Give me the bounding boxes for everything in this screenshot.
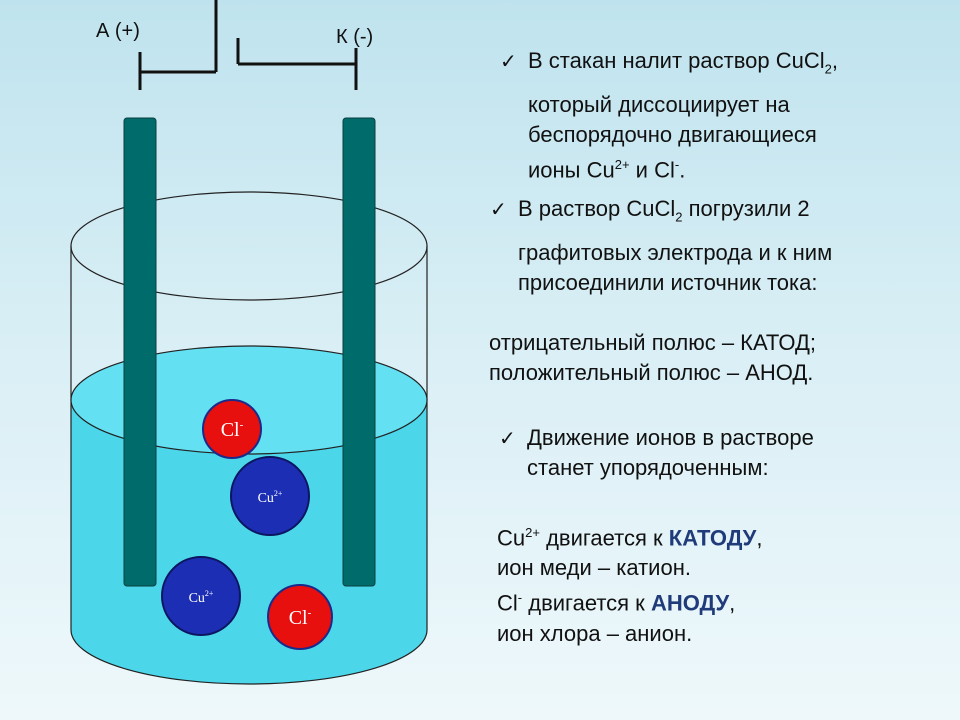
text-line: ионы Cu2+ и Cl-. bbox=[528, 157, 686, 183]
solution-body bbox=[70, 399, 428, 685]
check-icon: ✓ bbox=[499, 426, 516, 450]
ion-copper: Cu2+ bbox=[161, 556, 241, 636]
text-line: отрицательный полюс – КАТОД; bbox=[489, 330, 817, 355]
text-block-electrodes: ✓ В раствор CuCl2 погрузили 2 графитовых… bbox=[488, 194, 832, 298]
text-block-dissociation: ✓ В стакан налит раствор CuCl2, который … bbox=[498, 46, 838, 186]
text-block-ion-movement: ✓ Движение ионов в растворе станет упоря… bbox=[497, 423, 814, 483]
text-line: присоединили источник тока: bbox=[518, 270, 818, 296]
text-line: Cu2+ двигается к КАТОДУ, bbox=[497, 525, 763, 551]
bullet-line: ✓ В стакан налит раствор CuCl2, bbox=[500, 48, 838, 77]
cathode-label: К (-) bbox=[336, 26, 373, 48]
text-block-poles: отрицательный полюс – КАТОД; положительн… bbox=[489, 328, 816, 388]
svg-text:Cl-: Cl- bbox=[289, 607, 312, 629]
text-block-ion-direction: Cu2+ двигается к КАТОДУ, ион меди – кати… bbox=[497, 518, 762, 649]
svg-text:Cl-: Cl- bbox=[221, 419, 244, 441]
text-line: ион хлора – анион. bbox=[497, 620, 693, 646]
svg-text:Cu2+: Cu2+ bbox=[258, 489, 283, 506]
text-line: ион меди – катион. bbox=[497, 555, 691, 581]
check-icon: ✓ bbox=[490, 197, 507, 221]
ion-chloride: Cl- bbox=[267, 584, 333, 650]
ion-chloride: Cl- bbox=[202, 399, 262, 459]
text-line: беспорядочно двигающиеся bbox=[528, 122, 817, 148]
solution-surface bbox=[70, 345, 428, 455]
text-line: который диссоциирует на bbox=[528, 92, 790, 118]
check-icon: ✓ bbox=[500, 49, 517, 73]
anode-electrode bbox=[123, 117, 157, 587]
current-source-wires bbox=[138, 0, 358, 90]
bullet-line: ✓ В раствор CuCl2 погрузили 2 bbox=[490, 196, 810, 225]
text-line: графитовых электрода и к ним bbox=[518, 240, 833, 266]
cathode-electrode bbox=[342, 117, 376, 587]
ion-copper: Cu2+ bbox=[230, 456, 310, 536]
text-line: положительный полюс – АНОД. bbox=[489, 360, 814, 385]
text-line: станет упорядоченным: bbox=[527, 455, 769, 480]
text-line: Cl- двигается к АНОДУ, bbox=[497, 590, 736, 616]
anode-label: А (+) bbox=[96, 20, 140, 42]
svg-text:Cu2+: Cu2+ bbox=[189, 589, 214, 606]
bullet-line: ✓ Движение ионов в растворе bbox=[497, 423, 814, 453]
